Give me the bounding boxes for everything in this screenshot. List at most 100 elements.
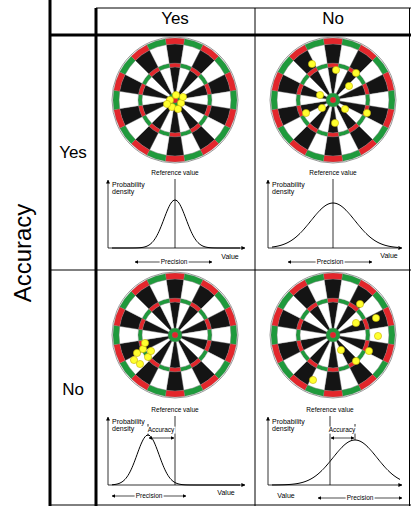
dart-hit xyxy=(352,357,359,364)
board-segment xyxy=(296,94,300,106)
dartboard xyxy=(270,37,396,163)
board-segment xyxy=(114,72,125,91)
board-segment xyxy=(147,385,166,396)
dart-hit xyxy=(352,69,359,76)
dart-hit xyxy=(363,109,370,116)
board-segment xyxy=(225,109,236,128)
board-segment xyxy=(383,344,394,363)
board-segment xyxy=(278,291,294,309)
dart-hit xyxy=(147,347,154,354)
board-segment xyxy=(323,390,342,397)
board-segment xyxy=(184,39,203,50)
axis-label: Probability density xyxy=(272,418,318,433)
density-curve xyxy=(112,435,240,485)
board-segment xyxy=(383,72,394,91)
board-segment xyxy=(200,45,218,61)
row-header: No xyxy=(62,381,84,399)
board-segment xyxy=(120,291,136,309)
board-segment xyxy=(147,274,166,285)
board-segment xyxy=(272,72,283,91)
board-edge xyxy=(112,37,238,163)
bullseye xyxy=(330,97,336,103)
dart-hit xyxy=(341,105,348,112)
board-segment xyxy=(200,140,218,156)
outer-bull xyxy=(326,93,340,107)
board-segment xyxy=(272,344,283,363)
dartboards xyxy=(112,37,396,398)
board-segment xyxy=(278,360,294,378)
board-segment xyxy=(323,155,342,162)
dart-hit xyxy=(332,66,339,73)
density-curve xyxy=(272,203,398,247)
outer-bull xyxy=(326,328,340,342)
dart-hit xyxy=(163,100,170,107)
outer-bull xyxy=(168,328,182,342)
axis-label: Value xyxy=(216,489,235,496)
board-segment xyxy=(358,140,376,156)
board-segment xyxy=(383,307,394,326)
board-segment xyxy=(215,56,231,74)
board-segment xyxy=(225,307,236,326)
board-segment xyxy=(278,125,294,143)
bullseye xyxy=(330,332,336,338)
reference-label: Reference value xyxy=(150,407,199,414)
board-segment xyxy=(184,274,203,285)
dart-hit xyxy=(172,91,179,98)
bullseye xyxy=(172,332,178,338)
board-segment xyxy=(114,307,125,326)
board-segment xyxy=(208,329,212,341)
board-segment xyxy=(327,368,339,372)
board-segment xyxy=(165,390,184,397)
board-segment xyxy=(388,325,395,344)
dart-hit xyxy=(179,93,186,100)
board-segment xyxy=(184,385,203,396)
board-segment xyxy=(113,90,120,109)
board-edge xyxy=(112,272,238,398)
board-segment xyxy=(289,140,307,156)
board-segment xyxy=(373,360,389,378)
board-segment xyxy=(289,280,307,296)
board-segment xyxy=(131,140,149,156)
board-segment xyxy=(342,150,361,161)
dart-hit xyxy=(331,119,338,126)
board-segment xyxy=(120,56,136,74)
board-segment xyxy=(272,109,283,128)
dart-hit xyxy=(141,339,148,346)
axis-label: Probability density xyxy=(112,181,158,196)
board-segment xyxy=(305,385,324,396)
dart-hit xyxy=(318,104,325,111)
board-segment xyxy=(147,39,166,50)
dartboard xyxy=(270,272,396,398)
board-segment xyxy=(296,329,300,341)
dart-hit xyxy=(374,332,381,339)
dartboard xyxy=(112,272,238,398)
board-segment xyxy=(215,360,231,378)
board-segment xyxy=(131,280,149,296)
board-segment xyxy=(114,109,125,128)
board-segment xyxy=(388,90,395,109)
board-segment xyxy=(366,94,370,106)
board-segment xyxy=(169,368,181,372)
board-segment xyxy=(184,150,203,161)
board-segment xyxy=(272,307,283,326)
dart-hit xyxy=(352,319,359,326)
board-segment xyxy=(305,274,324,285)
board-segment xyxy=(278,56,294,74)
board-segment xyxy=(327,133,339,137)
board-segment xyxy=(225,72,236,91)
board-segment xyxy=(366,329,370,341)
board-segment xyxy=(138,94,142,106)
measure-arrows xyxy=(112,262,402,498)
board-segment xyxy=(215,125,231,143)
board-segment xyxy=(342,385,361,396)
density-curves xyxy=(112,200,400,485)
board-segment xyxy=(200,280,218,296)
density-curve xyxy=(112,200,240,248)
board-segment xyxy=(271,90,278,109)
board-segment xyxy=(113,325,120,344)
dart-hit xyxy=(174,105,181,112)
board-edge xyxy=(270,272,396,398)
dart-hit xyxy=(356,300,363,307)
board-segment xyxy=(230,90,237,109)
